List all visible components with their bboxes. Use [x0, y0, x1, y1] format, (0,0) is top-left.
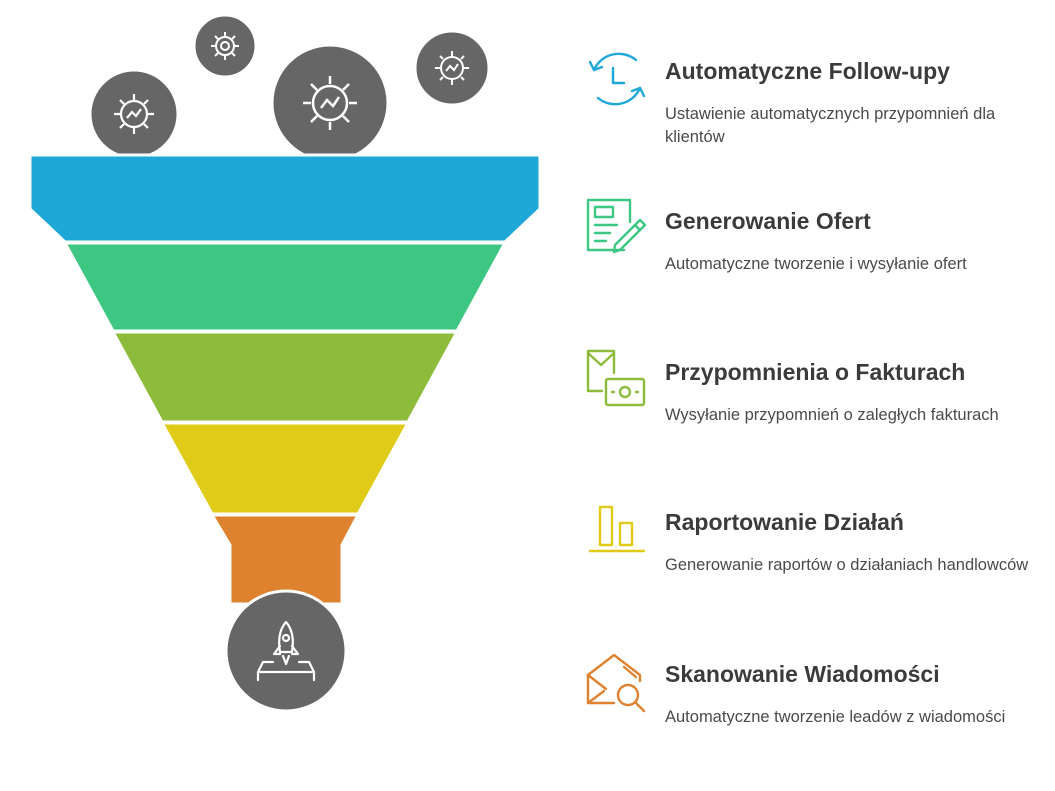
item-invoice-reminders: Przypomnienia o Fakturach Wysyłanie przy…: [584, 347, 1044, 467]
clock-cycle-icon: [588, 52, 646, 106]
document-pencil-icon: [586, 198, 647, 254]
gear-bubble-large: [270, 43, 390, 163]
item-title: Raportowanie Działań: [665, 509, 904, 535]
item-description: Generowanie raportów o działaniach handl…: [665, 556, 1029, 574]
funnel-level-5: [209, 513, 361, 606]
funnel-level-3: [110, 330, 460, 424]
item-message-scanning: Skanowanie Wiadomości Automatyczne tworz…: [584, 649, 1044, 769]
item-title: Przypomnienia o Fakturach: [665, 359, 966, 385]
item-description: Wysyłanie przypomnień o zaległych faktur…: [665, 406, 999, 424]
item-description: Automatyczne tworzenie i wysyłanie ofert: [665, 255, 967, 273]
item-follow-ups: Automatyczne Follow-upy Ustawienie autom…: [584, 46, 1044, 166]
rocket-bubble: [224, 589, 348, 713]
bar-chart-icon: [588, 505, 646, 553]
gear-bubble-right: [413, 29, 491, 107]
item-offers: Generowanie Ofert Automatyczne tworzenie…: [584, 196, 1044, 316]
funnel-diagram: [28, 13, 542, 713]
envelope-search-icon: [586, 653, 646, 713]
item-title: Generowanie Ofert: [665, 208, 871, 234]
item-description: Ustawienie automatycznych przypomnień dl…: [665, 105, 996, 146]
rocket-icon: [256, 620, 316, 682]
item-title: Skanowanie Wiadomości: [665, 661, 940, 687]
item-description: Automatyczne tworzenie leadów z wiadomoś…: [665, 708, 1006, 726]
funnel-level-4: [159, 421, 411, 516]
funnel-level-1: [28, 153, 542, 244]
item-title: Automatyczne Follow-upy: [665, 58, 950, 84]
funnel-level-2: [62, 241, 508, 333]
gear-bubble-left: [88, 68, 180, 160]
gear-bubble-small-top: [192, 13, 258, 79]
item-reporting: Raportowanie Działań Generowanie raportó…: [584, 497, 1044, 617]
invoice-reminder-icon: [586, 349, 646, 407]
